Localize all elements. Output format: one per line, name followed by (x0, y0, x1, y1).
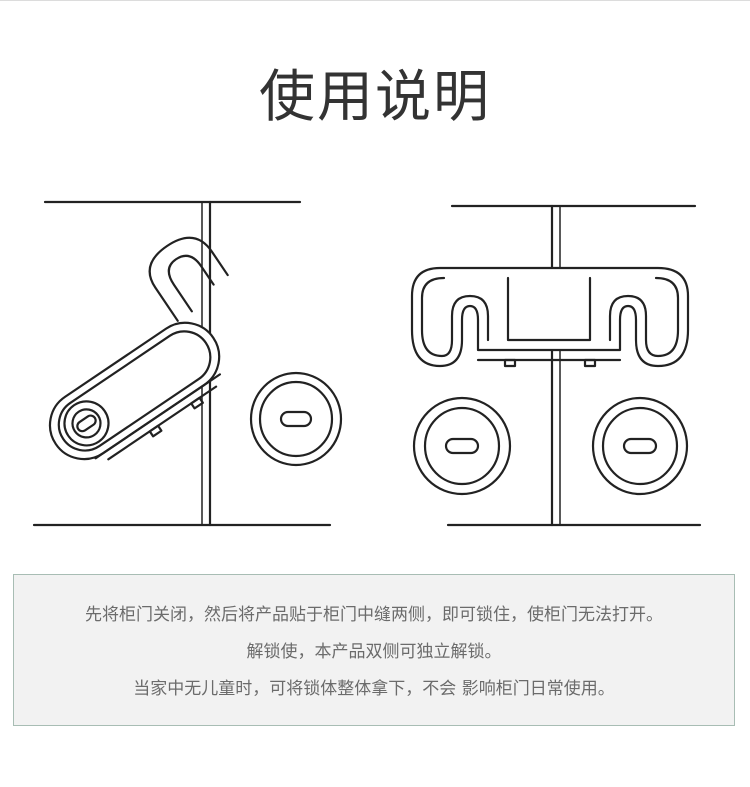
lock-body-closed-icon (410, 266, 690, 368)
page-title: 使用说明 (259, 65, 491, 130)
instruction-line-1: 先将柜门关闭，然后将产品贴于柜门中缝两侧，即可锁住，使柜门无法打开。 (85, 605, 663, 625)
instruction-line-3: 当家中无儿童时，可将锁体整体拿下，不会 影响柜门日常使用。 (133, 679, 615, 699)
top-divider (0, 0, 750, 1)
separate-button-right-a-icon (412, 396, 512, 496)
instructions-box: 先将柜门关闭，然后将产品贴于柜门中缝两侧，即可锁住，使柜门无法打开。 解锁使，本… (13, 574, 735, 726)
instruction-line-2: 解锁使，本产品双侧可独立解锁。 (246, 642, 502, 662)
lock-body-open-icon (48, 236, 229, 461)
separate-button-left-icon (249, 371, 343, 467)
cabinet-doors-right (446, 204, 702, 527)
separate-button-right-b-icon (591, 396, 689, 496)
lock-usage-illustration (32, 200, 702, 527)
